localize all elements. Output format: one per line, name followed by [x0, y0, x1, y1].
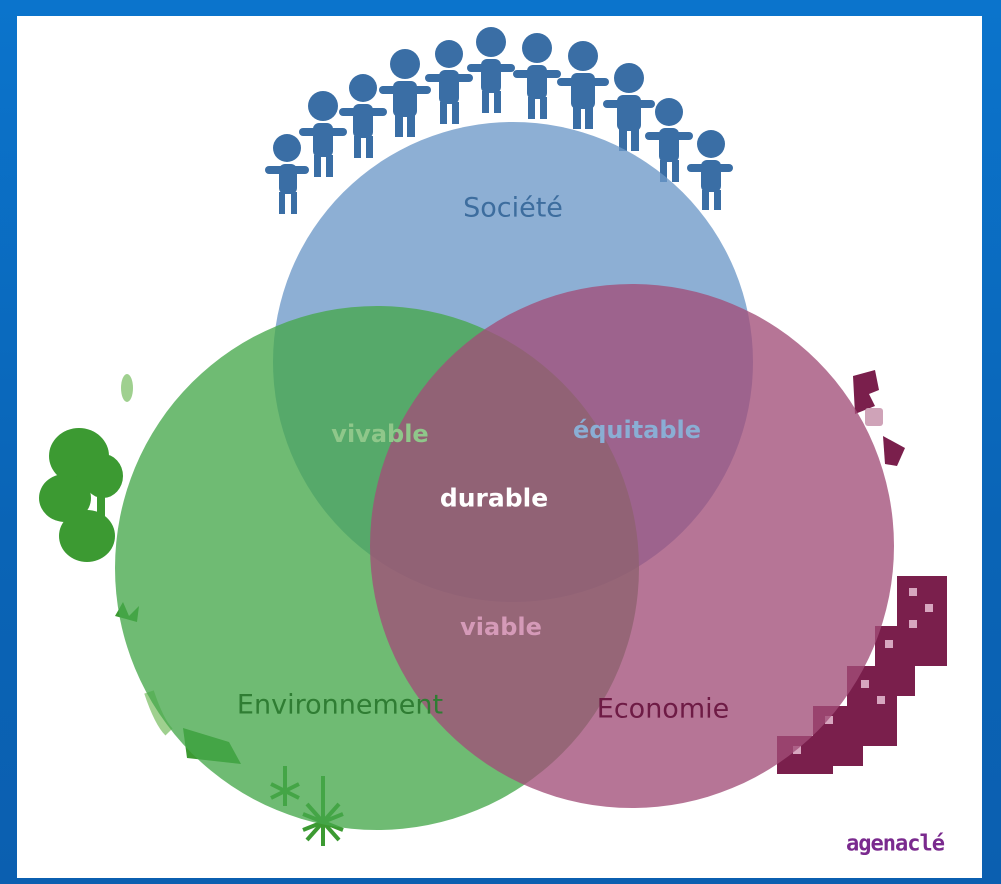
vivable-label: vivable: [331, 420, 429, 448]
logo-text: agenaclé: [846, 831, 945, 857]
equitable-label: équitable: [572, 416, 702, 444]
people-chain-icon: [265, 27, 733, 214]
societe-label: Société: [463, 192, 563, 224]
diagram-panel: Société Environnement Economie vivable é…: [17, 16, 982, 878]
economie-circle: [370, 284, 894, 808]
economie-label: Economie: [596, 693, 730, 725]
viable-label: viable: [460, 613, 542, 641]
venn-diagram: [39, 27, 947, 846]
environnement-label: Environnement: [236, 689, 444, 721]
durable-label: durable: [439, 483, 549, 513]
